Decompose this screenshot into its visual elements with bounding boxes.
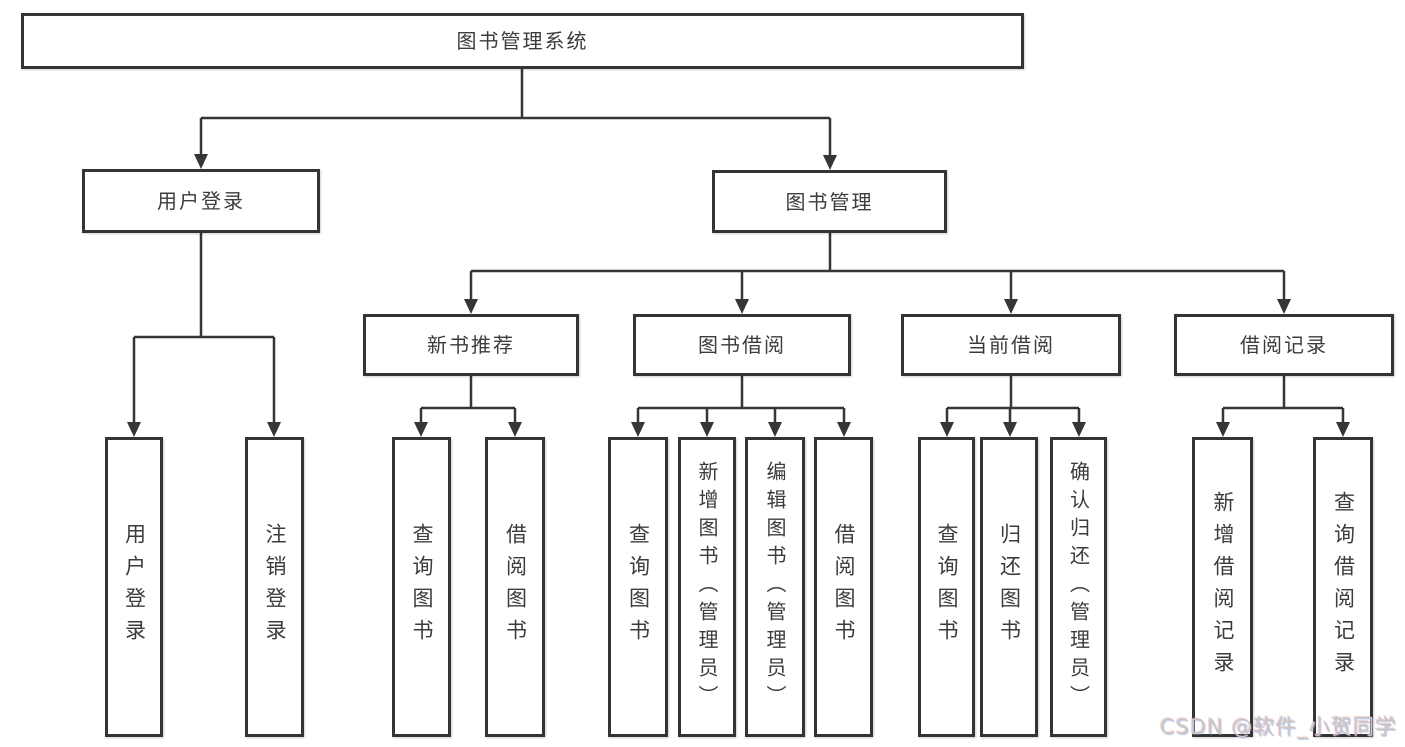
- arrowhead: [837, 422, 851, 437]
- leaf-user-login: 用户登录: [105, 437, 163, 737]
- arrowhead: [267, 422, 281, 437]
- arrowhead: [1003, 422, 1017, 437]
- arrowhead: [508, 422, 522, 437]
- arrowhead: [1072, 422, 1086, 437]
- node-root: 图书管理系统: [21, 13, 1024, 69]
- leaf-query-borrow-record: 查询借阅记录: [1313, 437, 1373, 737]
- leaf-add-borrow-record: 新增借阅记录: [1192, 437, 1253, 737]
- leaf-add-book-admin: 新增图书（管理员）: [678, 437, 736, 737]
- leaf-return-book: 归还图书: [980, 437, 1038, 737]
- arrowhead: [1336, 422, 1350, 437]
- connector-root: [199, 69, 832, 155]
- arrowhead: [414, 422, 428, 437]
- node-book-mgmt: 图书管理: [712, 170, 947, 233]
- arrowhead: [464, 299, 478, 314]
- node-new-book-rec: 新书推荐: [363, 314, 579, 376]
- leaf-edit-book-admin: 编辑图书（管理员）: [745, 437, 805, 737]
- arrowhead: [823, 155, 837, 170]
- arrowhead: [631, 422, 645, 437]
- arrowhead: [768, 422, 782, 437]
- leaf-confirm-return-admin: 确认归还（管理员）: [1050, 437, 1107, 737]
- connector-new-book: [419, 376, 517, 422]
- node-book-borrow: 图书借阅: [633, 314, 851, 376]
- arrowhead: [700, 422, 714, 437]
- arrowhead: [194, 154, 208, 169]
- arrowhead: [127, 422, 141, 437]
- node-borrow-records: 借阅记录: [1174, 314, 1394, 376]
- arrowhead: [940, 422, 954, 437]
- leaf-borrow-book-1: 借阅图书: [485, 437, 545, 737]
- arrowhead: [735, 299, 749, 314]
- node-user-login: 用户登录: [82, 169, 320, 233]
- connector-borrow: [636, 376, 846, 422]
- csdn-watermark: CSDN @软件_小贺同学: [1159, 715, 1397, 739]
- connector-current: [945, 376, 1081, 422]
- connector-book-mgmt: [469, 233, 1286, 299]
- leaf-query-book-3: 查询图书: [918, 437, 975, 737]
- connector-user-login: [132, 233, 276, 422]
- leaf-logout: 注销登录: [245, 437, 304, 737]
- leaf-query-book-1: 查询图书: [392, 437, 451, 737]
- connector-records: [1221, 376, 1345, 422]
- arrowhead: [1216, 422, 1230, 437]
- leaf-query-book-2: 查询图书: [608, 437, 668, 737]
- leaf-borrow-book-2: 借阅图书: [814, 437, 873, 737]
- arrowhead: [1004, 299, 1018, 314]
- arrowhead: [1277, 299, 1291, 314]
- node-current-borrow: 当前借阅: [901, 314, 1121, 376]
